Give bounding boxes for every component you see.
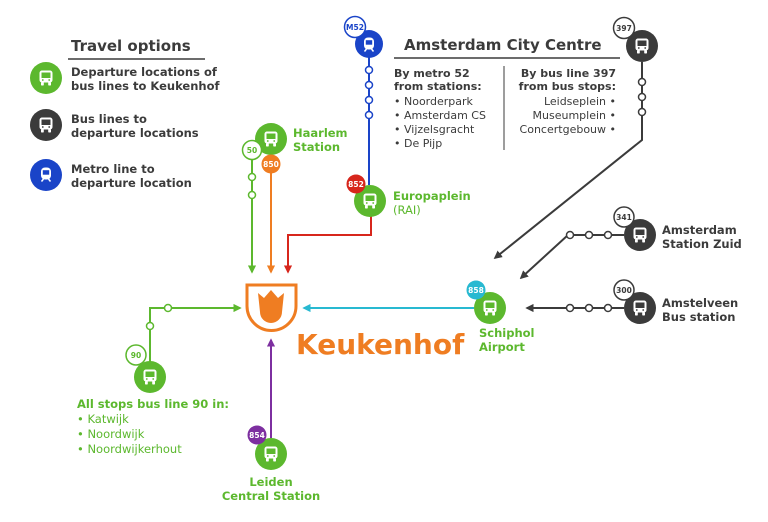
badge-858: 858	[466, 280, 486, 300]
haarlem-label-2: Station	[293, 140, 340, 154]
legend-item-3-line2: departure location	[71, 176, 192, 190]
schiphol-label-2: Airport	[479, 340, 525, 354]
stop-dot	[145, 321, 155, 331]
stop-dot	[565, 303, 575, 313]
svg-text:341: 341	[616, 213, 632, 222]
badge-300: 300	[613, 279, 635, 301]
amsterdam-title: Amsterdam City Centre	[404, 36, 602, 54]
stop-dot	[637, 77, 647, 87]
stop-dot	[584, 303, 594, 313]
stop-dot	[565, 230, 575, 240]
bus-stop-3: Concertgebouw •	[520, 123, 616, 136]
badge-850: 850	[261, 154, 281, 174]
metro-icon	[363, 36, 375, 53]
bus-heading-2: from bus stops:	[519, 80, 616, 93]
svg-text:M52: M52	[346, 23, 364, 32]
line-90-heading: All stops bus line 90 in:	[77, 397, 229, 411]
stop-dot	[603, 230, 613, 240]
svg-text:858: 858	[468, 286, 484, 295]
svg-text:300: 300	[616, 286, 632, 295]
line-badges: M52 397 50 850 852 341 858 300	[125, 15, 636, 445]
leiden-label-2: Central Station	[222, 489, 320, 503]
line-341	[519, 234, 624, 280]
stop-dot	[247, 190, 257, 200]
line-90-stop-3: • Noordwijkerhout	[77, 442, 182, 456]
bus-stop-2: Museumplein •	[533, 109, 616, 122]
line-90-stop-2: • Noordwijk	[77, 427, 145, 441]
svg-text:397: 397	[616, 24, 632, 33]
stop-dot	[364, 95, 374, 105]
stop-dot	[364, 65, 374, 75]
line-90	[149, 303, 242, 365]
europaplein-label-1: Europaplein	[393, 189, 471, 203]
legend-item-2-line1: Bus lines to	[71, 112, 147, 126]
metro-icon	[40, 166, 52, 183]
europaplein-label-2: (RAI)	[393, 203, 421, 217]
badge-m52: M52	[343, 15, 367, 39]
haarlem-label-1: Haarlem	[293, 126, 348, 140]
metro-station-2: • Amsterdam CS	[394, 109, 486, 122]
legend: Travel options Departure locations of bu…	[30, 37, 220, 191]
legend-title: Travel options	[71, 37, 191, 55]
amsterdam-panel: Amsterdam City Centre By metro 52 from s…	[394, 36, 620, 150]
bus-heading-1: By bus line 397	[521, 67, 616, 80]
keukenhof-label: Keukenhof	[296, 328, 465, 361]
stop-dots	[145, 65, 647, 331]
stop-dot	[247, 172, 257, 182]
legend-item-3-line1: Metro line to	[71, 162, 155, 176]
metro-heading-1: By metro 52	[394, 67, 470, 80]
metro-station-3: • Vijzelsgracht	[394, 123, 475, 136]
line-852	[283, 214, 372, 274]
station-zuid: Amsterdam Station Zuid	[624, 219, 742, 251]
svg-text:854: 854	[249, 431, 265, 440]
svg-text:850: 850	[263, 160, 279, 169]
schiphol-label-1: Schiphol	[479, 326, 535, 340]
stop-dot	[603, 303, 613, 313]
stop-dot	[364, 110, 374, 120]
station-schiphol: Schiphol Airport	[474, 292, 535, 354]
badge-852: 852	[346, 174, 366, 194]
badge-50: 50	[241, 139, 263, 161]
legend-item-1-line1: Departure locations of	[71, 65, 218, 79]
badge-341: 341	[613, 206, 635, 228]
tulip-icon	[258, 290, 284, 323]
zuid-label-2: Station Zuid	[662, 237, 742, 251]
line-397	[493, 62, 643, 260]
station-leiden: Leiden Central Station	[222, 438, 320, 503]
stop-dot	[637, 107, 647, 117]
amstelveen-label-1: Amstelveen	[662, 296, 738, 310]
svg-text:50: 50	[247, 146, 257, 155]
stop-dot	[364, 80, 374, 90]
svg-text:90: 90	[131, 351, 141, 360]
svg-text:852: 852	[348, 180, 364, 189]
badge-397: 397	[612, 16, 636, 40]
amstelveen-label-2: Bus station	[662, 310, 735, 324]
legend-item-1-line2: bus lines to Keukenhof	[71, 79, 220, 93]
station-haarlem: Haarlem Station	[255, 123, 348, 155]
station-europaplein: Europaplein (RAI)	[354, 185, 471, 217]
metro-station-1: • Noorderpark	[394, 95, 474, 108]
metro-station-4: • De Pijp	[394, 137, 442, 150]
station-line-90: All stops bus line 90 in: • Katwijk • No…	[77, 361, 229, 456]
stop-dot	[637, 92, 647, 102]
stop-dot	[163, 303, 173, 313]
line-90-stop-1: • Katwijk	[77, 412, 129, 426]
keukenhof-node: Keukenhof	[245, 283, 465, 361]
metro-heading-2: from stations:	[394, 80, 482, 93]
zuid-label-1: Amsterdam	[662, 223, 737, 237]
badge-90: 90	[125, 344, 147, 366]
legend-item-2-line2: departure locations	[71, 126, 199, 140]
station-amsterdam-metro	[355, 30, 383, 58]
station-amsterdam-397	[626, 30, 658, 62]
leiden-label-1: Leiden	[249, 475, 292, 489]
stop-dot	[584, 230, 594, 240]
station-amstelveen: Amstelveen Bus station	[624, 292, 738, 324]
bus-stop-1: Leidseplein •	[544, 95, 616, 108]
badge-854: 854	[247, 425, 267, 445]
